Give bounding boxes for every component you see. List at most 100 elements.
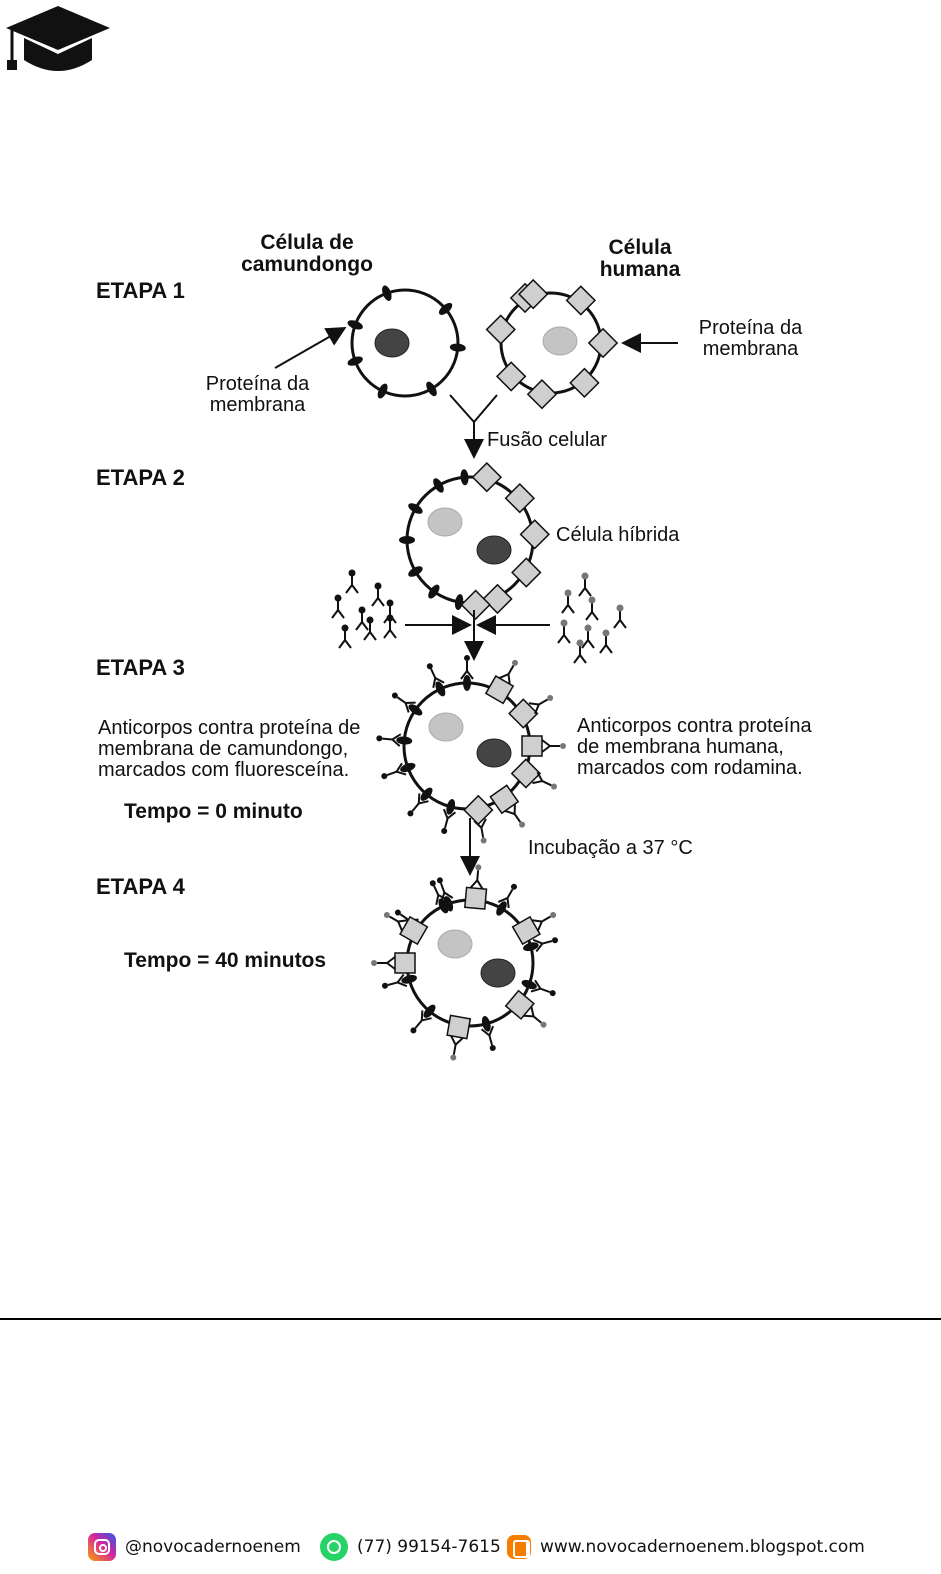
rhodamine-antibody — [498, 659, 518, 685]
fluorescein-antibody-free — [371, 582, 385, 607]
mouse-membrane-protein — [423, 1004, 436, 1018]
human-membrane-protein — [510, 758, 542, 789]
human-membrane-protein — [446, 1014, 472, 1040]
rhodamine-antibody-free — [613, 604, 627, 629]
stage-1-label: ETAPA 1 — [96, 278, 185, 303]
human-membrane-protein — [518, 278, 549, 310]
rhodamine-antibody — [450, 1035, 464, 1061]
human-membrane-protein — [526, 379, 558, 410]
mouse-membrane-protein — [399, 536, 415, 544]
fluorescein-antibody-free — [355, 606, 369, 631]
human-membrane-protein — [399, 915, 429, 946]
hybrid-cell-label: Célula híbrida — [556, 524, 680, 546]
rhodamine-antibody — [528, 695, 554, 715]
mouse-membrane-protein — [496, 901, 507, 916]
whatsapp-icon — [320, 1533, 348, 1561]
human-membrane-protein — [489, 784, 520, 815]
rhodamine-antibody — [541, 739, 566, 753]
rhodamine-antibody-free — [599, 629, 613, 654]
rhodamine-antibody — [469, 864, 484, 890]
hybrid-human-nucleus — [427, 507, 463, 537]
blog-url: www.novocadernoenem.blogspot.com — [540, 1537, 865, 1557]
human-membrane-protein — [511, 557, 542, 588]
instagram-icon — [88, 1533, 116, 1561]
rhodamine-antibody-free — [585, 596, 599, 621]
human-membrane-protein — [484, 675, 515, 705]
fluorescein-antibody — [532, 937, 559, 953]
fluorescein-antibody-free — [331, 594, 345, 619]
fluorescein-antibody-free — [363, 616, 377, 641]
mixed-human-nucleus — [437, 929, 473, 959]
mouse-protein-arrow — [274, 327, 347, 369]
fluorescein-antibody — [391, 692, 416, 713]
mouse-membrane-protein — [420, 787, 433, 801]
blog-link[interactable]: www.novocadernoenem.blogspot.com — [507, 1531, 865, 1563]
instagram-link[interactable]: @novocadernoenem — [88, 1531, 301, 1563]
mouse-membrane-protein — [481, 1016, 491, 1032]
fluorescein-antibody — [497, 883, 517, 909]
mouse-membrane-protein — [408, 566, 423, 577]
mouse-membrane-protein — [521, 979, 537, 990]
fluorescein-antibody — [426, 663, 445, 689]
time-forty-label: Tempo = 40 minutos — [124, 949, 327, 972]
human-membrane-protein — [464, 886, 488, 910]
mouse-membrane-protein — [438, 302, 453, 315]
human-membrane-protein — [569, 367, 600, 399]
human-membrane-protein — [504, 989, 535, 1020]
stage-2-label: ETAPA 2 — [96, 465, 185, 490]
mouse-membrane-protein — [433, 478, 444, 493]
mouse-membrane-protein — [400, 762, 416, 773]
human-membrane-protein — [519, 519, 550, 550]
whatsapp-link[interactable]: (77) 99154-7615 — [320, 1531, 501, 1563]
fluorescein-antibody — [407, 793, 429, 817]
mouse-membrane-protein — [460, 469, 469, 486]
human-membrane-protein — [504, 483, 535, 514]
human-membrane-protein — [565, 285, 597, 316]
mouse-cell-nucleus — [374, 328, 410, 358]
mouse-membrane-protein — [454, 594, 464, 610]
rhodamine-antibody — [383, 912, 409, 932]
rhodamine-antibody-free — [581, 624, 595, 649]
mouse-membrane-protein — [347, 356, 363, 366]
mouse-membrane-protein — [382, 285, 392, 301]
time-zero-label: Tempo = 0 minuto — [124, 800, 303, 823]
graduation-cap-icon — [6, 6, 110, 71]
human-membrane-protein — [482, 583, 513, 615]
human-membrane-protein — [587, 327, 619, 359]
human-membrane-protein — [495, 361, 527, 392]
rhodamine-antibody — [531, 912, 557, 932]
mouse-membrane-protein — [426, 381, 437, 397]
rhodamine-antibody-free — [578, 572, 592, 597]
rhodamine-antibody-free — [573, 639, 587, 664]
rhodamine-antibody — [473, 818, 487, 844]
mouse-membrane-protein — [435, 681, 446, 697]
human-membrane-protein — [394, 952, 416, 974]
fluorescein-antibody — [441, 808, 457, 835]
fluorescein-antibody — [376, 733, 402, 747]
human-membrane-protein — [485, 314, 516, 345]
mouse-membrane-protein — [463, 675, 471, 691]
fluorescein-antibody-free — [383, 614, 397, 639]
rhodamine-antibody-free — [561, 589, 575, 614]
mouse-cell-membrane — [350, 288, 460, 398]
mouse-membrane-protein — [446, 799, 456, 815]
fusion-y-lines — [449, 394, 498, 424]
mouse-membrane-protein — [523, 942, 539, 952]
fusion-label: Fusão celular — [487, 429, 608, 451]
rhodamine-antibody — [523, 1006, 547, 1028]
human-membrane-protein — [508, 698, 539, 729]
human-cell-nucleus — [542, 326, 578, 356]
hybrid-mouse-nucleus — [476, 535, 512, 565]
mixed-mouse-nucleus — [480, 958, 516, 988]
mouse-membrane-protein — [449, 343, 466, 352]
rhodamine-antibody — [532, 771, 558, 790]
human-membrane-protein — [471, 462, 503, 493]
rhodamine-antibody — [504, 803, 526, 828]
fluorescein-antibody — [480, 1025, 496, 1052]
labeled-human-nucleus — [428, 712, 464, 742]
whatsapp-number: (77) 99154-7615 — [357, 1537, 501, 1557]
